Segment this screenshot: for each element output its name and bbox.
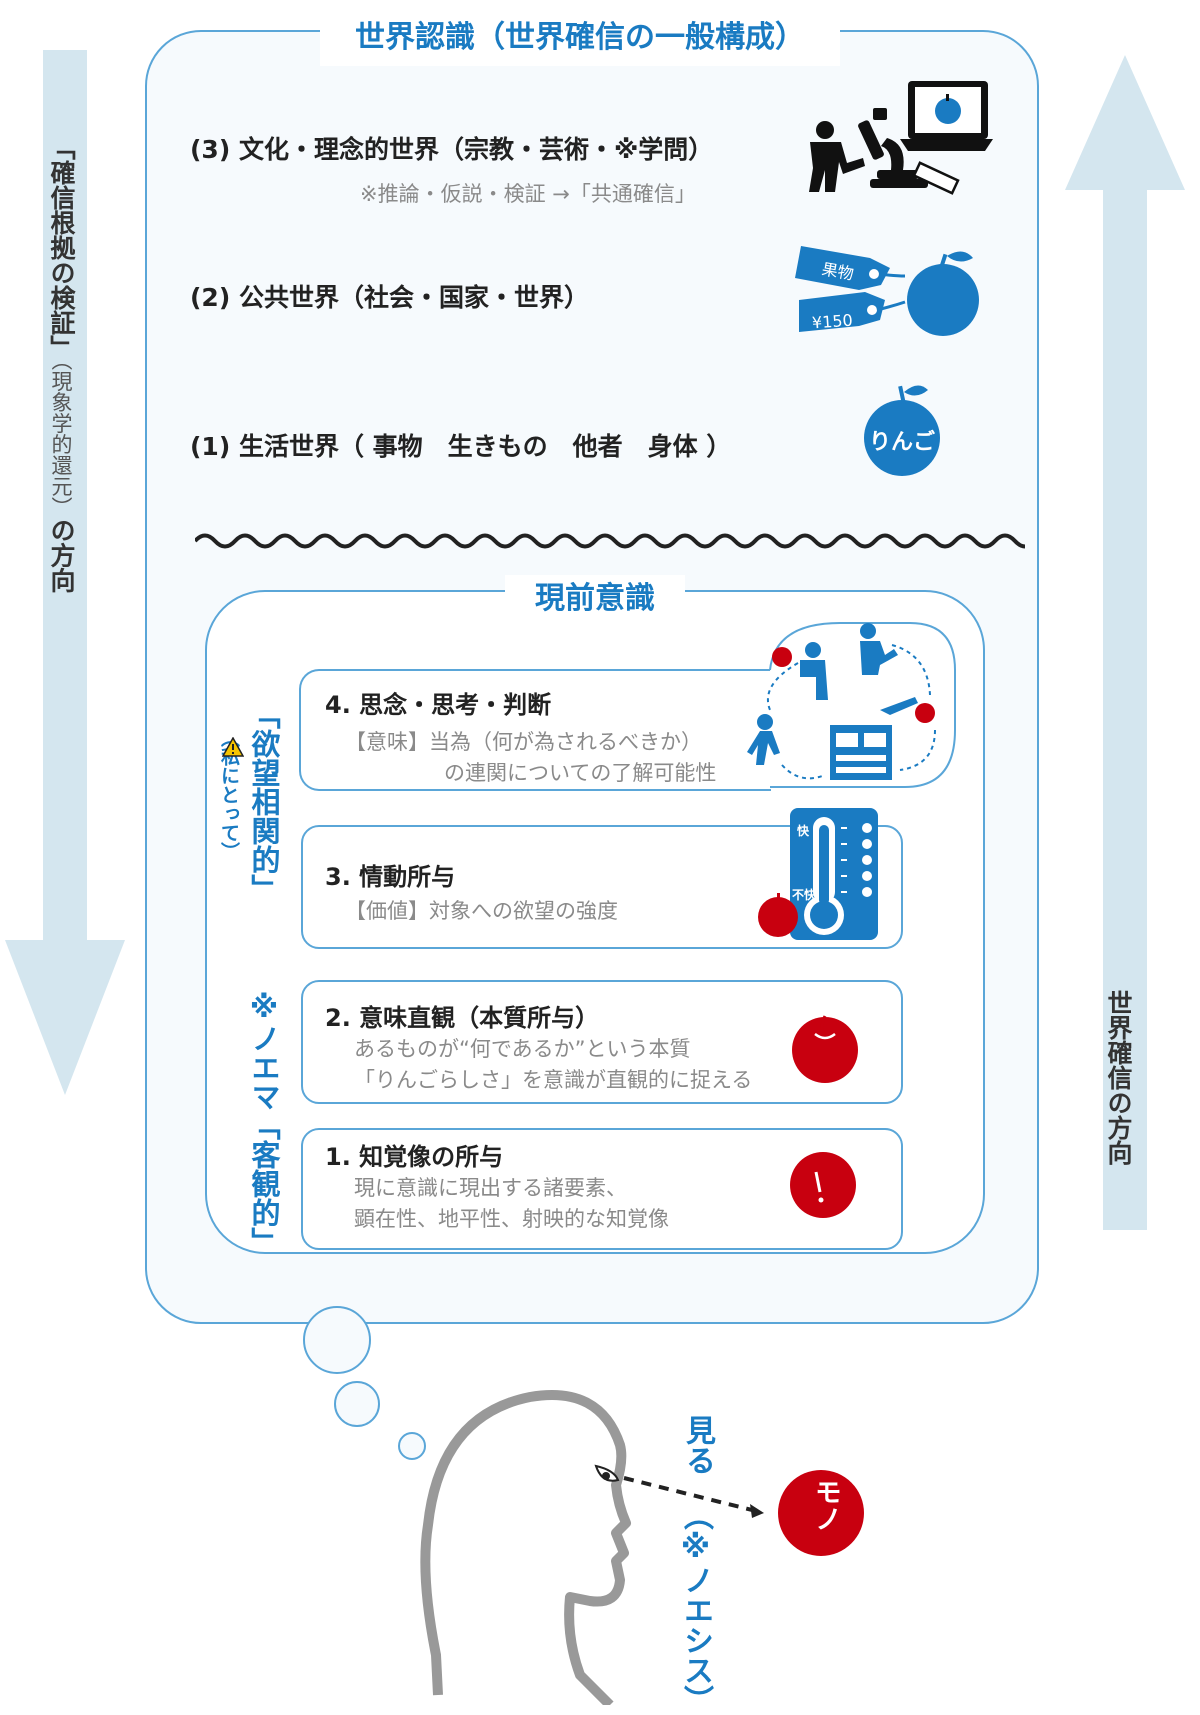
- card-thought-line1: 【意味】当為（何が為されるべきか）: [345, 730, 702, 754]
- mono-label: モノ: [810, 1478, 841, 1532]
- wavy-divider: [195, 533, 1025, 549]
- card-perception-line1: 現に意識に現出する諸要素、: [354, 1176, 627, 1200]
- card-perception-line2: 顕在性、地平性、射映的な知覚像: [354, 1207, 669, 1231]
- gaze-arrow: [623, 1476, 764, 1518]
- desire-label: 「欲望相関的」: [247, 700, 281, 903]
- page-title: 世界認識（世界確信の一般構成）: [320, 10, 840, 66]
- head-icon: [420, 1390, 631, 1705]
- card-perception-title: 1. 知覚像の所与: [325, 1143, 504, 1171]
- card-emotion-line1: 【価値】対象への欲望の強度: [345, 899, 618, 923]
- left-down-arrow: [5, 50, 125, 1095]
- thermo-top-label: 快: [797, 824, 810, 838]
- thermo-bottom-label: 不快: [792, 888, 817, 902]
- warning-icon: [222, 737, 244, 757]
- world-level-2: (2) 公共世界（社会・国家・世界）: [190, 283, 589, 312]
- world-level-3-note: ※推論・仮説・検証 →「共通確信」: [360, 182, 696, 206]
- thought-bubbles: [303, 1306, 426, 1460]
- red-apple-icon: [792, 1015, 858, 1083]
- card-essence-line2: 「りんごらしさ」を意識が直観的に捉える: [354, 1068, 753, 1092]
- card-emotion-title: 3. 情動所与: [325, 863, 456, 891]
- eye-icon: [594, 1464, 620, 1482]
- action-cycle-icon: [747, 622, 956, 788]
- tag-price-label: ¥150: [811, 310, 854, 333]
- world-level-3: (3) 文化・理念的世界（宗教・芸術・※学問）: [190, 135, 714, 164]
- card-essence-line1: あるものが“何であるか”という本質: [354, 1037, 691, 1061]
- card-essence-title: 2. 意味直観（本質所与）: [325, 1004, 600, 1032]
- desire-sub-label: （私にとって）: [218, 728, 240, 861]
- card-thought: [299, 669, 771, 791]
- present-title: 現前意識: [505, 575, 685, 623]
- science-icon: [809, 81, 993, 195]
- world-level-1: (1) 生活世界（ 事物 生きもの 他者 身体 ）: [190, 432, 732, 461]
- thermometer-icon: [758, 808, 878, 940]
- noema-label: ※ノエマ「客観的」: [247, 990, 281, 1256]
- left-arrow-label: 「確信根拠の検証」（現象学的還元）の方向: [47, 135, 76, 593]
- mono-object-icon: [778, 1470, 864, 1556]
- card-thought-title: 4. 思念・思考・判断: [325, 691, 552, 719]
- price-tag-icon: [795, 246, 979, 336]
- right-arrow-label: 世界確信の方向: [1104, 990, 1133, 1165]
- see-label: 見る: [680, 1415, 715, 1475]
- noesis-label: （※ノエシス）: [678, 1500, 713, 1715]
- card-thought-line2: の連関についての了解可能性: [444, 761, 717, 785]
- perception-apple-icon: [790, 1152, 856, 1218]
- ringo-label: りんご: [868, 430, 935, 455]
- ringo-apple-icon: [864, 385, 940, 476]
- right-up-arrow: [1065, 55, 1185, 1230]
